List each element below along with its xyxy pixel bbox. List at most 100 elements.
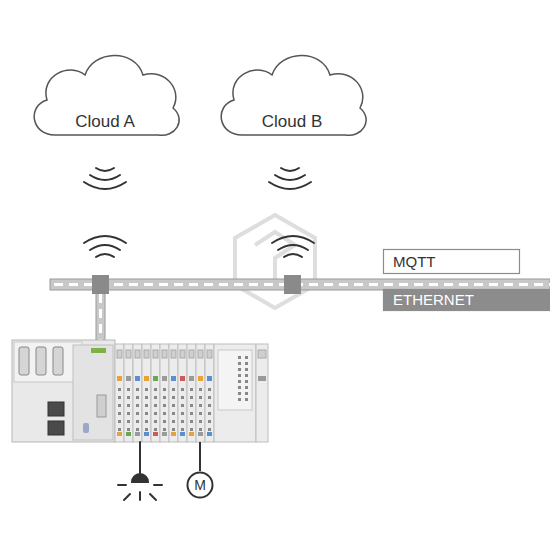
module-part (127, 396, 130, 399)
network-band: ETHERNET (383, 289, 550, 311)
module-part (144, 432, 149, 436)
protocol-box: MQTT (383, 249, 520, 274)
module-part (172, 420, 175, 423)
module-part (154, 428, 157, 431)
module-part (153, 376, 158, 381)
module-part (135, 432, 140, 436)
module-part (180, 376, 185, 381)
cloud: Cloud A (25, 40, 185, 155)
module-part (238, 362, 241, 365)
module-part (181, 388, 184, 391)
module-part (190, 404, 193, 407)
cloud: Cloud B (212, 40, 372, 155)
module-part (127, 404, 130, 407)
module-part (126, 376, 131, 381)
module-part (181, 420, 184, 423)
module-part (163, 412, 166, 415)
node-label: Cloud B (262, 112, 322, 132)
module-part (136, 404, 139, 407)
module-part (245, 368, 248, 371)
module-part (258, 376, 266, 381)
module-part (145, 404, 148, 407)
cloud-outline (212, 40, 372, 155)
module-part (172, 396, 175, 399)
module-part (115, 344, 124, 442)
module-part (199, 396, 202, 399)
module-part (208, 412, 211, 415)
module-part (136, 428, 139, 431)
module-part (144, 350, 149, 358)
module-part (117, 432, 122, 436)
module-part (169, 344, 178, 442)
module-part (163, 396, 166, 399)
module-part (208, 404, 211, 407)
module-part (136, 420, 139, 423)
module-part (180, 432, 185, 436)
module-part (162, 350, 167, 358)
module-part (151, 344, 160, 442)
module-part (160, 344, 169, 442)
module-part (190, 428, 193, 431)
module-part (187, 344, 196, 442)
plc-controller (12, 340, 115, 442)
network-bus (50, 275, 550, 342)
module-part (238, 398, 241, 401)
io-modules (115, 344, 268, 442)
module-part (238, 368, 241, 371)
module-part (190, 412, 193, 415)
module-part (207, 350, 212, 358)
module-part (172, 412, 175, 415)
module-part (189, 376, 194, 381)
module-part (189, 350, 194, 358)
module-part (127, 388, 130, 391)
module-part (118, 420, 121, 423)
module-part (126, 350, 131, 358)
module-part (245, 386, 248, 389)
module-part (135, 350, 140, 358)
module-part (133, 344, 142, 442)
module-part (238, 380, 241, 383)
module-part (199, 420, 202, 423)
module-part (214, 344, 256, 442)
wireless-symbol (84, 236, 314, 257)
module-part (190, 420, 193, 423)
module-part (118, 396, 121, 399)
module-part (181, 404, 184, 407)
module-part (199, 428, 202, 431)
module-part (208, 396, 211, 399)
module-part (154, 420, 157, 423)
module-part (189, 432, 194, 436)
module-part (127, 412, 130, 415)
module-part (256, 344, 268, 442)
module-part (154, 396, 157, 399)
module-part (258, 350, 266, 358)
module-part (208, 428, 211, 431)
module-part (163, 420, 166, 423)
module-part (153, 350, 158, 358)
module-part (136, 396, 139, 399)
module-part (144, 376, 149, 381)
module-part (171, 432, 176, 436)
motor-symbol: M (186, 471, 214, 499)
module-part (172, 388, 175, 391)
module-part (208, 420, 211, 423)
module-part (118, 428, 121, 431)
module-part (154, 404, 157, 407)
module-part (136, 388, 139, 391)
module-part (218, 350, 252, 410)
module-part (153, 432, 158, 436)
cloud-outline (25, 40, 185, 155)
module-part (145, 412, 148, 415)
module-part (117, 376, 122, 381)
module-part (145, 388, 148, 391)
lamp-symbol (118, 442, 162, 500)
module-part (162, 376, 167, 381)
node-label: ETHERNET (393, 291, 474, 308)
module-part (238, 392, 241, 395)
module-part (205, 344, 214, 442)
module-part (181, 412, 184, 415)
watermark-logo (235, 215, 315, 308)
module-part (245, 398, 248, 401)
module-part (154, 412, 157, 415)
